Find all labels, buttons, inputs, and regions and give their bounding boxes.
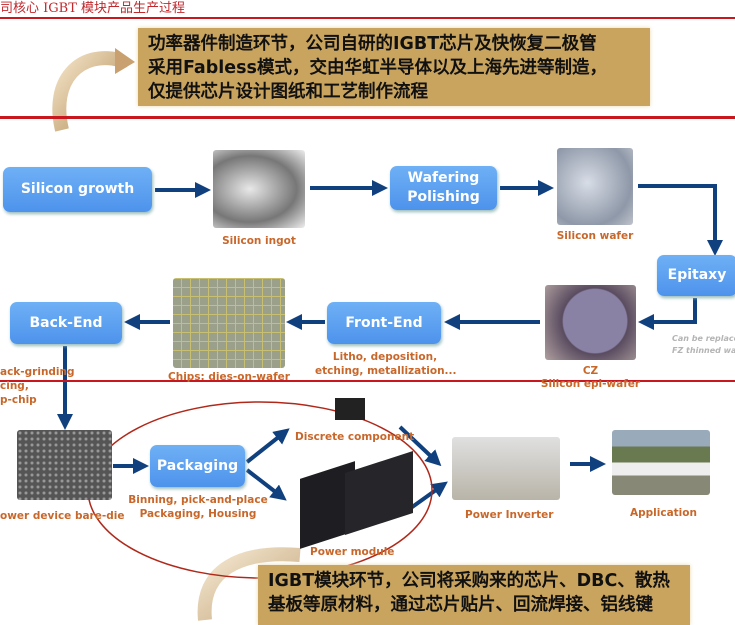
- page-title: 司核心 IGBT 模块产品生产过程: [0, 1, 186, 16]
- desc-line: ack-grinding: [0, 366, 75, 378]
- silicon-wafer-label: Silicon wafer: [556, 230, 634, 242]
- divider: [0, 17, 735, 19]
- discrete-label: Discrete component: [295, 431, 415, 443]
- note-line: FZ thinned wafe: [672, 346, 735, 355]
- desc-line: cing,: [0, 380, 29, 392]
- inverter-label: Power Inverter: [465, 509, 554, 521]
- silicon-ingot-label: Silicon ingot: [222, 235, 296, 247]
- arrow: [398, 425, 442, 467]
- note-line: 基板等原材料，通过芯片贴片、回流焊接、铝线键: [268, 595, 653, 615]
- desc-line: Packaging, Housing: [139, 508, 257, 520]
- chips-label: Chips: dies-on-wafer: [168, 371, 290, 383]
- silicon-ingot-image: [213, 150, 305, 228]
- epi-wafer-image: [545, 285, 636, 360]
- step-front-end: Front-End: [327, 302, 441, 344]
- note-line: 功率器件制造环节，公司自研的IGBT芯片及快恢复二极管: [148, 34, 597, 54]
- dies-on-wafer-image: [173, 278, 285, 368]
- desc-line: etching, metallization...: [315, 365, 457, 377]
- curved-arrow-top: [52, 51, 122, 132]
- replace-note: Can be replaced FZ thinned wafe: [672, 333, 735, 357]
- front-end-desc: Litho, deposition, etching, metallizatio…: [315, 350, 457, 378]
- epi-wafer-label: Silicon epi-wafer: [540, 378, 641, 390]
- back-end-desc: ack-grinding cing, p-chip: [0, 365, 75, 407]
- divider: [0, 380, 735, 382]
- arrow: [245, 468, 287, 501]
- arrow: [638, 298, 697, 330]
- divider: [0, 116, 735, 119]
- note-line: Can be replaced: [672, 334, 735, 343]
- cz-label: CZ: [582, 365, 599, 377]
- curved-arrow-bottom: [197, 547, 301, 621]
- discrete-component-image: [335, 398, 365, 420]
- step-silicon-growth: Silicon growth: [3, 167, 152, 212]
- application-label: Application: [630, 507, 697, 519]
- step-packaging: Packaging: [150, 445, 245, 487]
- desc-line: p-chip: [0, 394, 37, 406]
- desc-line: Litho, deposition,: [332, 351, 438, 363]
- desc-line: Binning, pick-and-place: [128, 494, 268, 506]
- step-back-end: Back-End: [10, 302, 122, 344]
- application-train-image: [612, 430, 710, 495]
- silicon-wafer-image: [557, 148, 633, 225]
- note-line: 仅提供芯片设计图纸和工艺制作流程: [148, 82, 428, 102]
- bare-die-image: [17, 430, 112, 500]
- power-inverter-image: [452, 437, 560, 500]
- arrow: [638, 184, 723, 256]
- power-module-label: Power module: [310, 546, 395, 558]
- packaging-desc: Binning, pick-and-place Packaging, Housi…: [128, 493, 268, 521]
- step-wafering-polishing: Wafering Polishing: [390, 166, 497, 210]
- arrow: [406, 481, 448, 512]
- step-epitaxy: Epitaxy: [657, 255, 735, 296]
- bottom-note: IGBT模块环节，公司将采购来的芯片、DBC、散热 基板等原材料，通过芯片贴片、…: [258, 565, 690, 625]
- note-line: IGBT模块环节，公司将采购来的芯片、DBC、散热: [268, 571, 670, 591]
- bare-die-label: ower device bare-die: [0, 510, 125, 522]
- arrow: [245, 428, 290, 464]
- top-note: 功率器件制造环节，公司自研的IGBT芯片及快恢复二极管 采用Fabless模式，…: [138, 28, 650, 106]
- note-line: 采用Fabless模式，交由华虹半导体以及上海先进等制造，: [148, 58, 607, 78]
